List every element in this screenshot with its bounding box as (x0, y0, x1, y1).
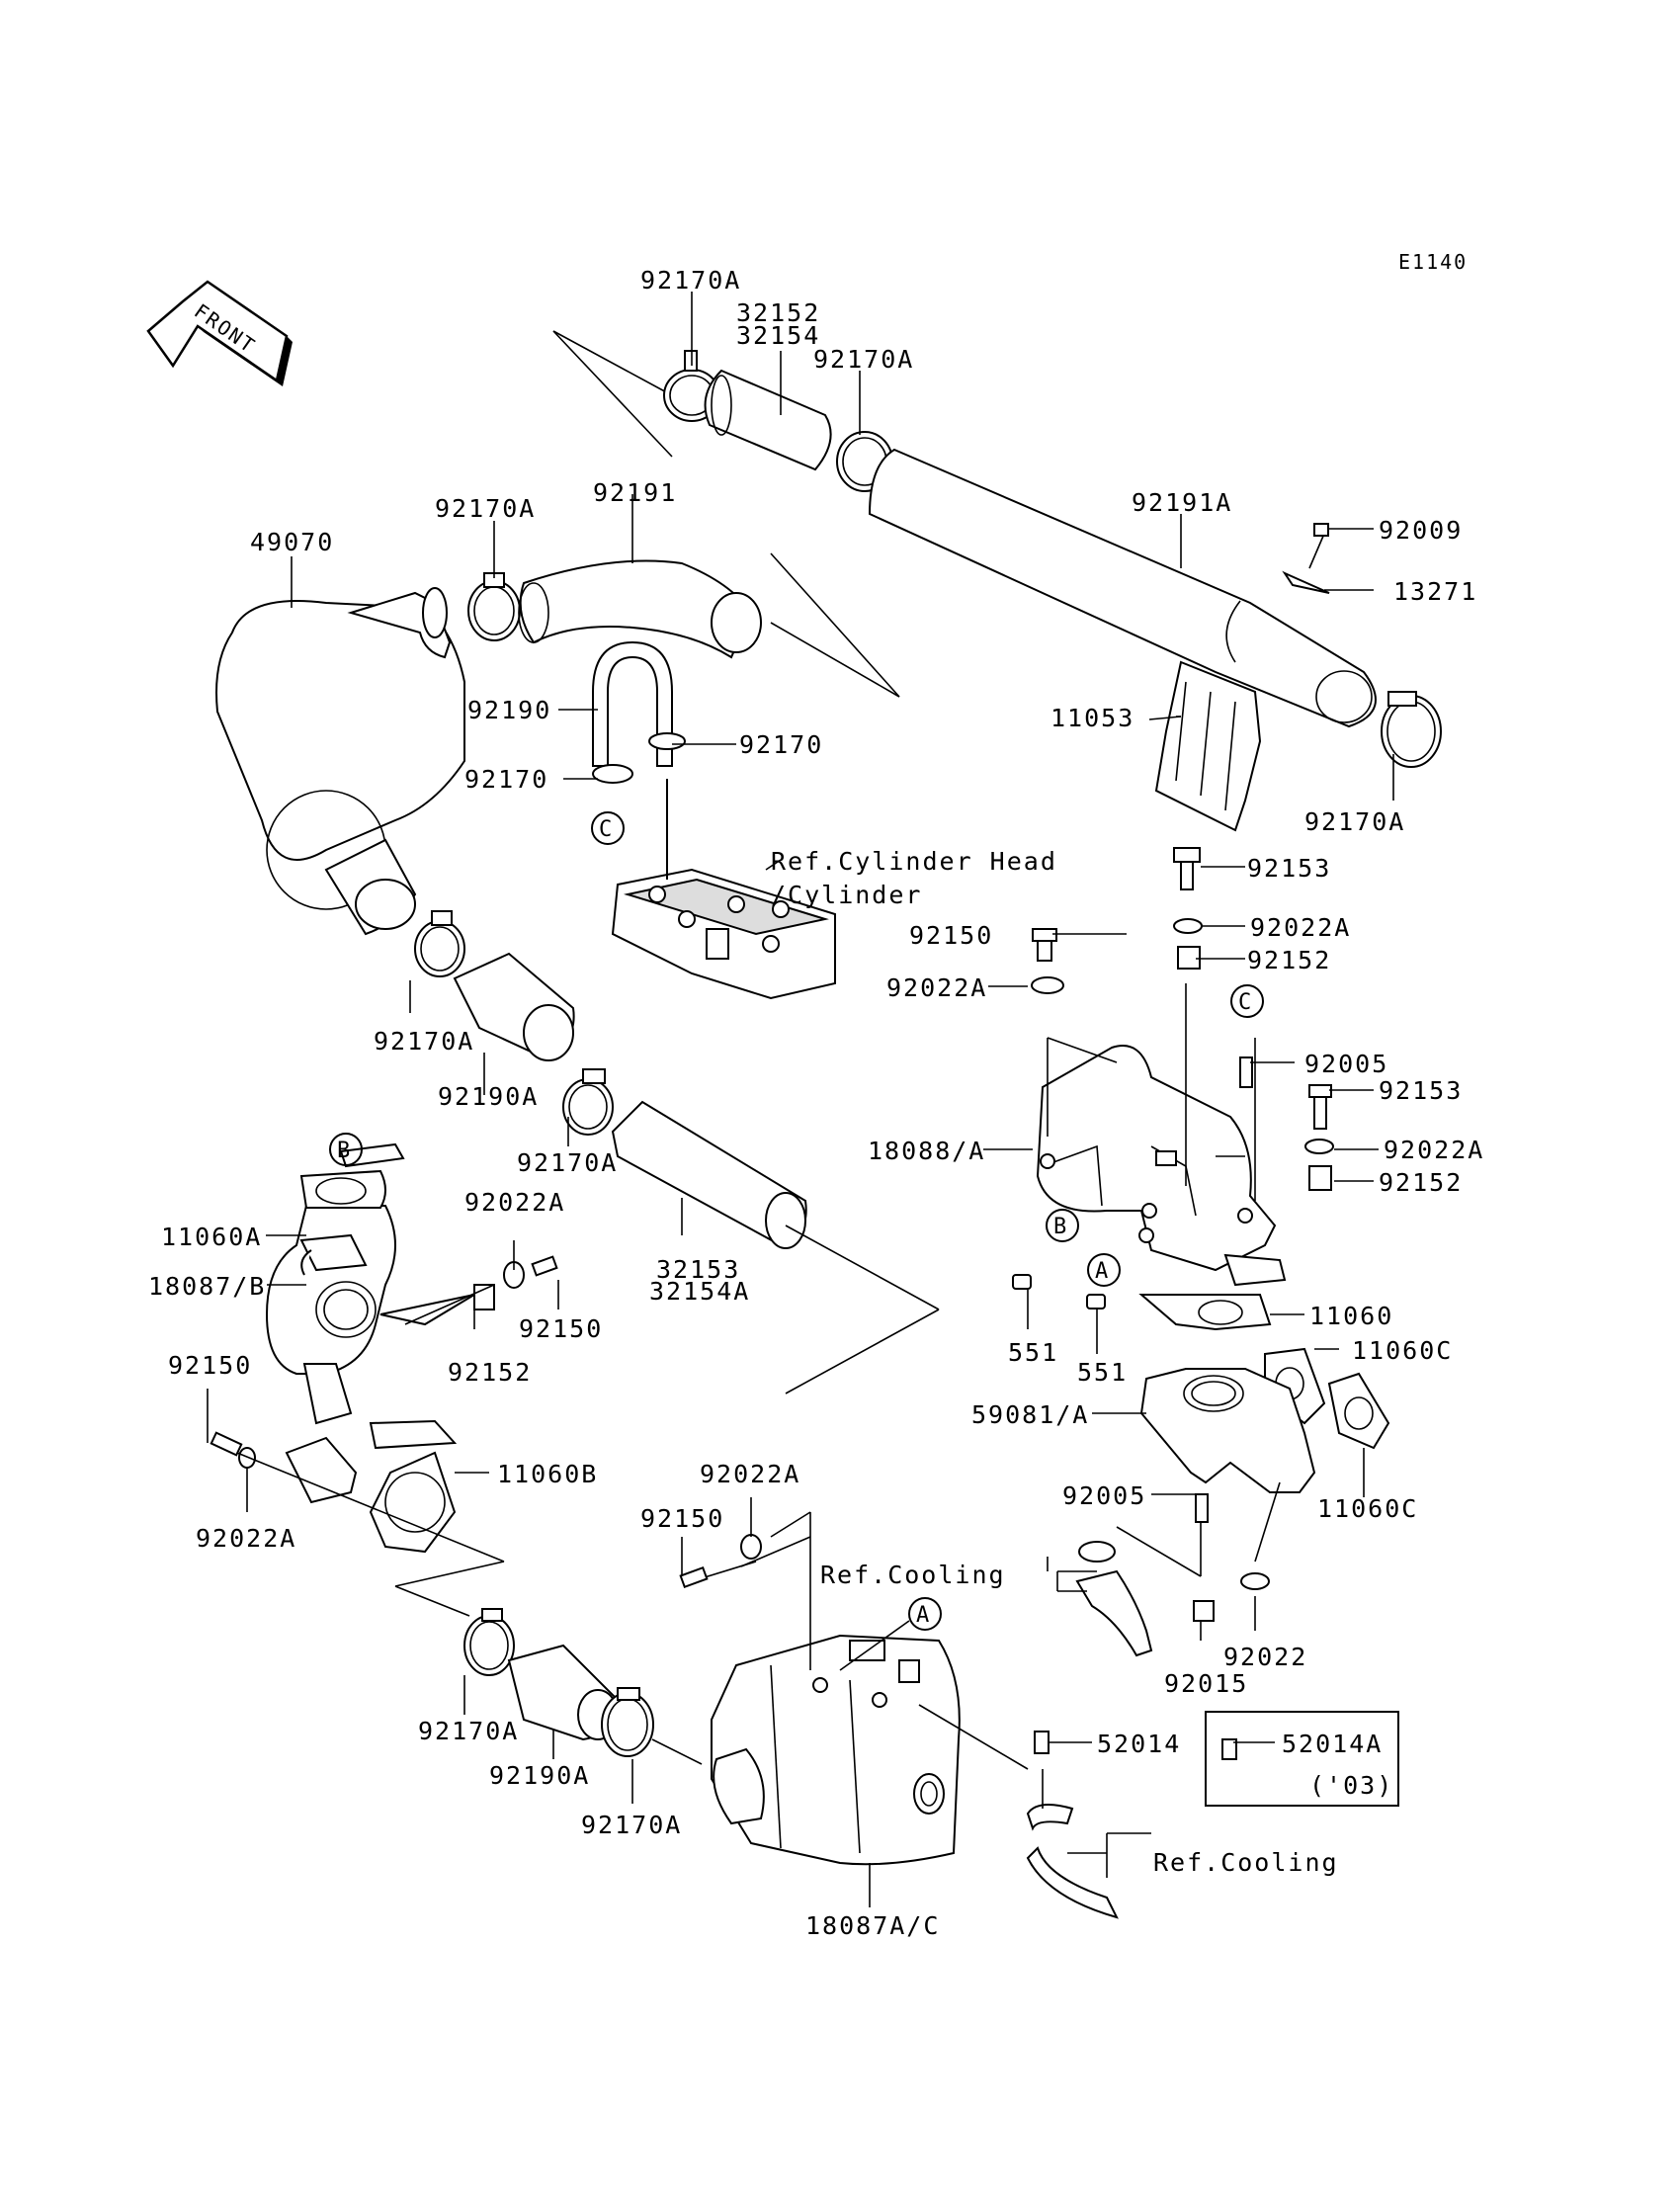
label-92170A-mid: 92170A (435, 494, 536, 523)
label-92170A-lower: 92170A (374, 1027, 474, 1056)
label-92170A-lower2: 92170A (517, 1148, 618, 1177)
label-92150-left: 92150 (519, 1314, 603, 1343)
label-32154A: 32154A (649, 1277, 750, 1306)
label-92170-right: 92170 (739, 730, 823, 759)
muffler (215, 587, 465, 936)
label-551-a: 551 (1008, 1338, 1058, 1367)
lower-left-hoses (414, 910, 940, 1394)
label-92150-center: 92150 (640, 1504, 724, 1533)
label-ref-cooling-2: Ref.Cooling (1153, 1848, 1339, 1877)
exhaust-manifold (1036, 983, 1287, 1287)
label-92022A-mid: 92022A (1384, 1136, 1484, 1164)
label-92022A-left2: 92022A (464, 1188, 565, 1217)
label-92152-mid: 92152 (1379, 1168, 1463, 1197)
callout-a-center: A (908, 1597, 942, 1631)
label-52014A: 52014A (1282, 1730, 1383, 1758)
part-labels: 92170A 32152 32154 92170A 92191 92170A 4… (148, 266, 1484, 1940)
label-92150-top: 92150 (909, 921, 993, 950)
elbow-18087B (265, 1142, 475, 1554)
label-92170A-top2: 92170A (813, 345, 914, 374)
callout-b-left: B (329, 1133, 363, 1166)
hose-92191 (467, 552, 900, 698)
hose-92190 (592, 640, 686, 784)
cylinder-head (611, 779, 836, 1000)
label-13271: 13271 (1393, 577, 1477, 606)
callout-a-right: A (1087, 1253, 1121, 1287)
callout-c-right: C (1230, 984, 1264, 1018)
label-92005-bot: 92005 (1062, 1481, 1146, 1510)
label-18088A: 18088/A (868, 1137, 985, 1165)
label-11060: 11060 (1309, 1302, 1393, 1330)
label-92170A-top: 92170A (640, 266, 741, 295)
label-11060B: 11060B (497, 1460, 598, 1488)
front-arrow-icon: FRONT (146, 280, 293, 386)
top-hose-assembly (552, 330, 1442, 768)
label-92191: 92191 (593, 478, 677, 507)
label-92022A-center: 92022A (700, 1460, 800, 1488)
svg-text:B: B (1053, 1215, 1068, 1239)
label-18087AC: 18087A/C (805, 1911, 940, 1940)
label-92005-top: 92005 (1304, 1050, 1388, 1078)
leader-lines (207, 292, 1394, 1907)
label-92022A-left: 92022A (886, 973, 987, 1002)
label-32154: 32154 (736, 321, 820, 350)
bottom-left-hoses (394, 1561, 703, 1765)
label-92170A-b2: 92170A (581, 1811, 682, 1839)
label-92190: 92190 (467, 696, 551, 724)
label-11053: 11053 (1050, 704, 1134, 732)
label-92015: 92015 (1164, 1669, 1248, 1698)
cooling-hoses (1026, 1481, 1281, 1919)
label-59081A: 59081/A (971, 1400, 1089, 1429)
label-92190A-lower: 92190A (438, 1082, 539, 1111)
label-ref-cylinder-head-2: /Cylinder (771, 881, 922, 909)
label-52014: 52014 (1097, 1730, 1181, 1758)
label-92170-left: 92170 (464, 765, 548, 794)
svg-text:B: B (337, 1139, 352, 1163)
label-92150-far: 92150 (168, 1351, 252, 1380)
callout-b-right: B (1046, 1209, 1079, 1242)
label-ref-cylinder-head-1: Ref.Cylinder Head (771, 847, 1057, 876)
svg-text:A: A (1095, 1259, 1110, 1284)
label-92009: 92009 (1379, 516, 1463, 545)
label-92152-left: 92152 (448, 1358, 532, 1387)
label-92170A-b1: 92170A (418, 1717, 519, 1745)
label-92153-mid: 92153 (1379, 1076, 1463, 1105)
label-52014A-year: ('03) (1309, 1771, 1393, 1800)
label-92152-top: 92152 (1247, 946, 1331, 974)
exhaust-pipe-59081 (1139, 1368, 1316, 1493)
label-49070: 49070 (250, 528, 334, 556)
label-32152: 32152 (736, 298, 820, 327)
center-fasteners (679, 1534, 762, 1589)
label-92022A-top: 92022A (1250, 913, 1351, 942)
right-fasteners (1031, 847, 1334, 1191)
label-92153-top: 92153 (1247, 854, 1331, 883)
left-fasteners (210, 1255, 558, 1563)
label-ref-cooling-1: Ref.Cooling (820, 1561, 1006, 1589)
label-92170A-right: 92170A (1304, 807, 1405, 836)
label-92022: 92022 (1223, 1643, 1307, 1671)
label-92191A: 92191A (1132, 488, 1232, 517)
callout-c-top: C (591, 811, 625, 845)
svg-text:C: C (1238, 990, 1253, 1015)
variant-box (1205, 1711, 1399, 1807)
label-11060C-top: 11060C (1352, 1336, 1453, 1365)
heat-guard (1154, 523, 1330, 832)
label-92022A-bottom: 92022A (196, 1524, 296, 1553)
label-11060C-bot: 11060C (1317, 1494, 1418, 1523)
label-32153: 32153 (656, 1255, 740, 1284)
label-18087B: 18087/B (148, 1272, 266, 1301)
svg-text:C: C (599, 817, 614, 842)
diagram-code: E1140 (1398, 250, 1468, 274)
label-92190A-b: 92190A (489, 1761, 590, 1790)
svg-text:A: A (916, 1603, 931, 1628)
silencer-box (691, 1511, 1029, 1866)
label-551-b: 551 (1077, 1358, 1128, 1387)
label-11060A: 11060A (161, 1223, 262, 1251)
